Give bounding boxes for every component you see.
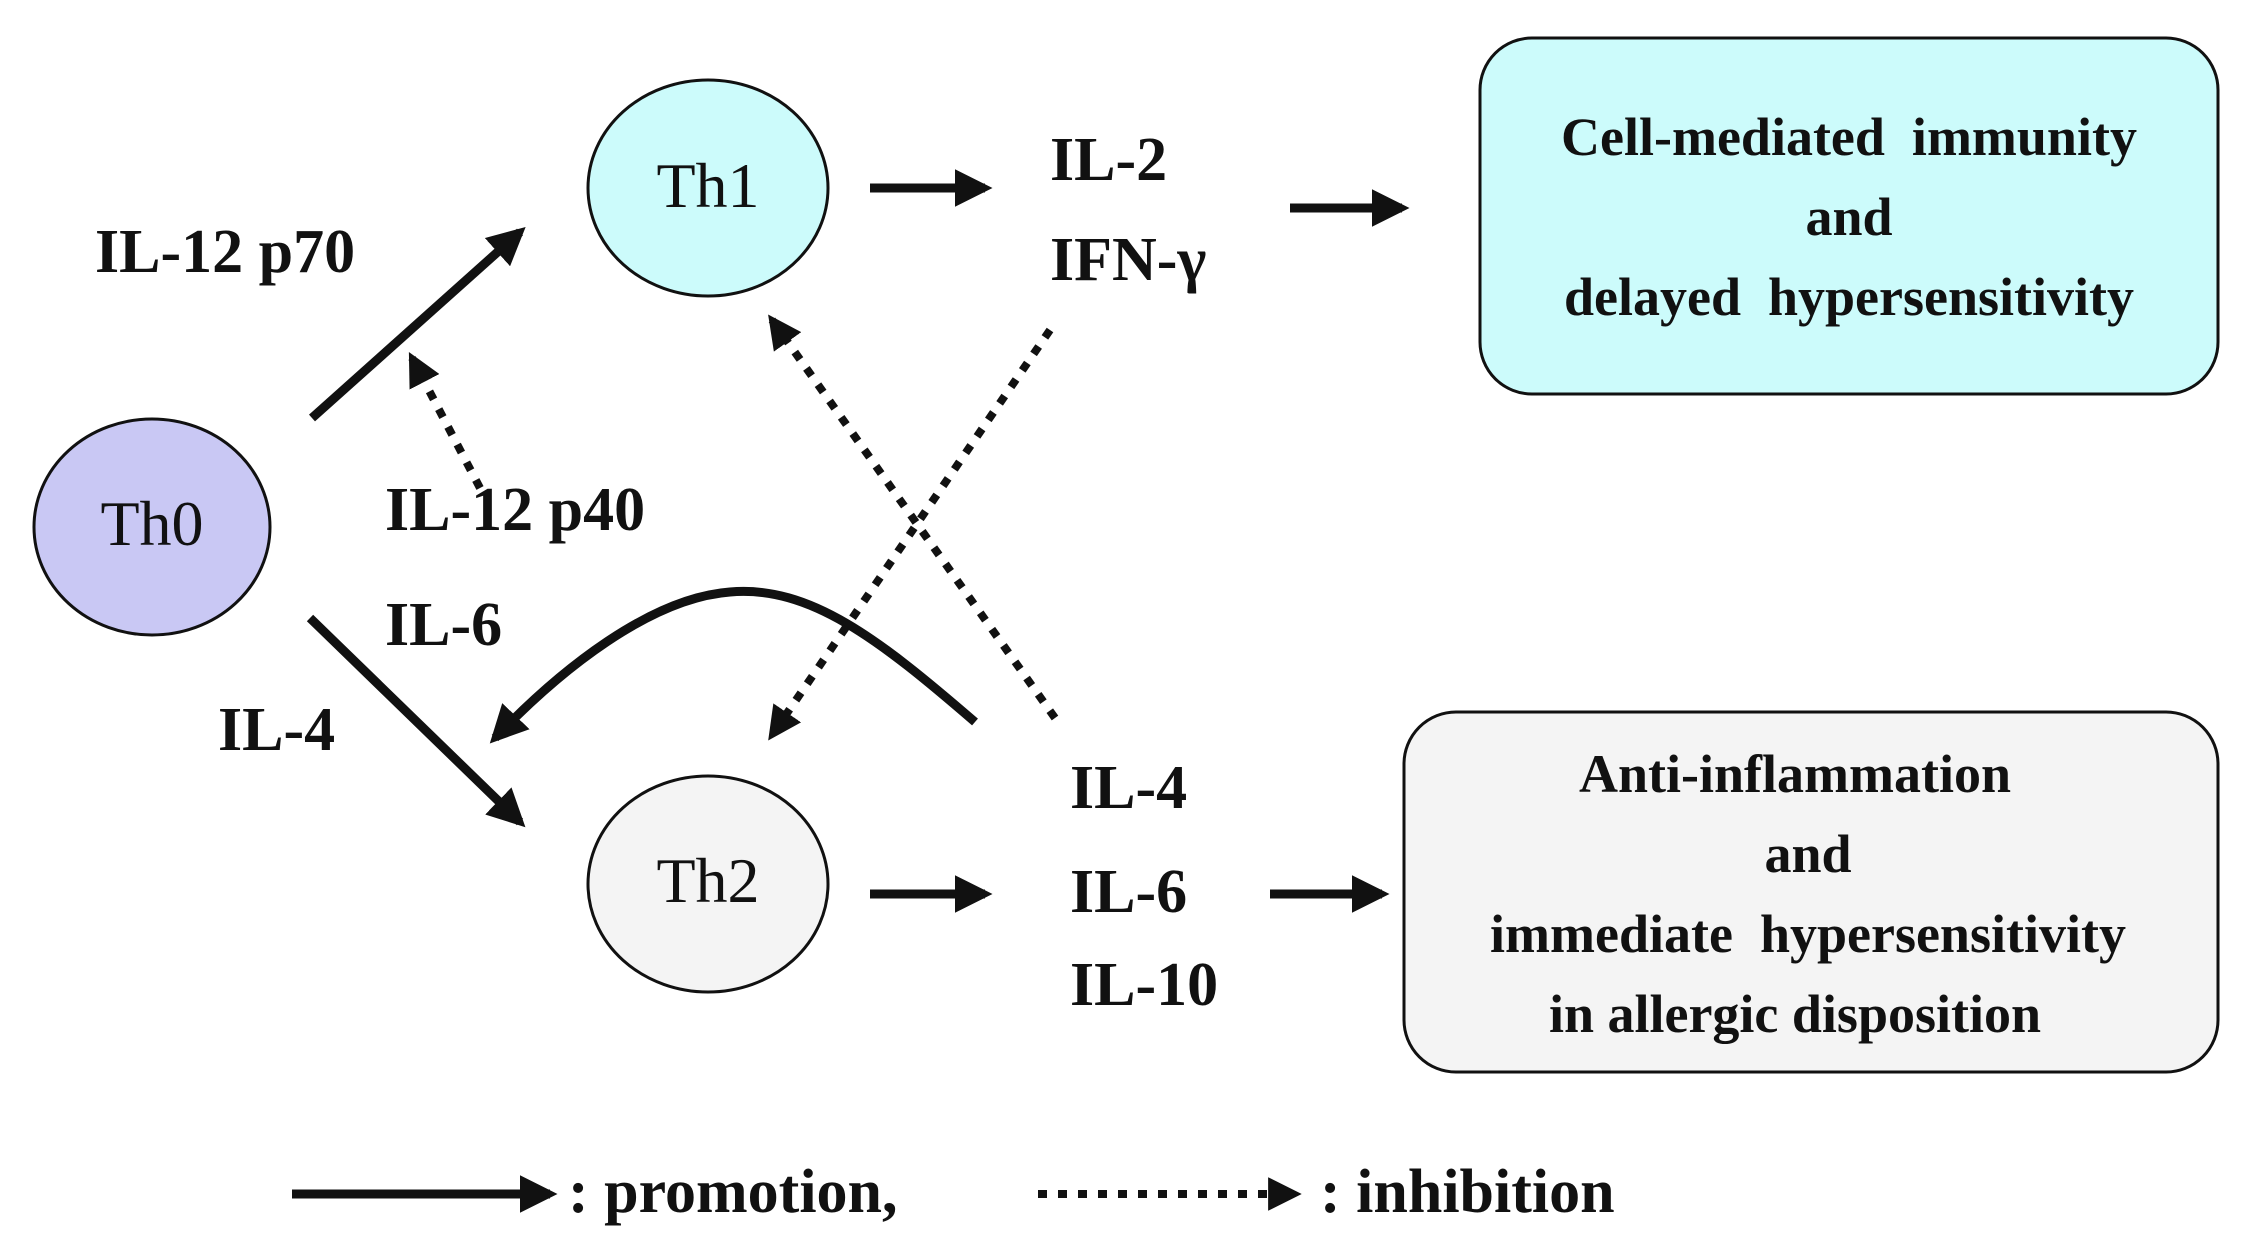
legend-promotion-label: : promotion, — [568, 1158, 898, 1226]
label-il12-p40: IL-12 p40 — [385, 476, 645, 544]
label-ifn-gamma: IFN-γ — [1050, 226, 1206, 294]
th1-outcome-line-3: delayed hypersensitivity — [1564, 267, 2134, 327]
label-il6-left: IL-6 — [385, 591, 502, 659]
th2-outcome-line-1: Anti-inflammation — [1579, 744, 2011, 804]
th1-label: Th1 — [656, 150, 759, 221]
node-th0: Th0 — [32, 417, 272, 637]
th1-outcome-line-2: and — [1805, 187, 1892, 247]
label-il4-left: IL-4 — [218, 696, 335, 764]
th2-outcome-rect — [1402, 710, 2220, 1074]
th2-circle — [586, 774, 830, 994]
legend: : promotion, : inhibition — [292, 1158, 1615, 1226]
node-th1: Th1 — [586, 78, 830, 298]
inhibit-il4-to-th1 — [768, 314, 1059, 721]
label-il12-p70: IL-12 p70 — [95, 218, 355, 286]
th2-outcome-line-3: immediate hypersensitivity — [1490, 904, 2126, 964]
outcome-box-th1: Cell-mediated immunity and delayed hyper… — [1478, 36, 2220, 396]
inhibit-ifn-to-th2 — [768, 327, 1054, 741]
th2-outcome-line-4: in allergic disposition — [1549, 984, 2041, 1044]
cytokine-labels: IL-12 p70 IL-12 p40 IL-6 IL-4 IL-2 IFN-γ… — [95, 126, 1218, 1019]
th0-label: Th0 — [100, 488, 203, 559]
th1-circle — [586, 78, 830, 298]
arrow-th0-to-th2 — [306, 614, 526, 828]
th0-circle — [32, 417, 272, 637]
promotion-arrows — [306, 169, 1410, 913]
th1-outcome-line-1: Cell-mediated immunity — [1561, 107, 2137, 167]
label-il4-right: IL-4 — [1070, 754, 1187, 822]
th2-outcome-line-2: and — [1764, 824, 1851, 884]
label-il2: IL-2 — [1050, 126, 1167, 194]
label-il10: IL-10 — [1070, 951, 1218, 1019]
arrow-th0-to-th1 — [309, 226, 526, 422]
th1-outcome-rect — [1478, 36, 2220, 396]
legend-inhibition-label: : inhibition — [1320, 1158, 1615, 1226]
inhibit-p40-to-th0-th1 — [408, 352, 484, 490]
arrow-il4-feedback-curve — [489, 586, 978, 744]
label-il6-right: IL-6 — [1070, 858, 1187, 926]
th2-label: Th2 — [656, 845, 759, 916]
node-th2: Th2 — [586, 774, 830, 994]
outcome-box-th2: Anti-inflammation and immediate hypersen… — [1402, 710, 2220, 1074]
inhibition-arrows — [408, 314, 1059, 741]
